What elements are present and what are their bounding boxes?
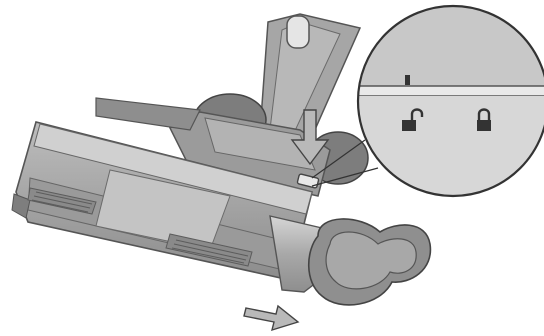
callout-slider-band [350,86,544,96]
wand-button [287,16,309,48]
pull-out-arrow-icon [244,306,298,330]
callout-magnifier [350,0,544,206]
position-indicator-mark [405,75,410,85]
end-cap [270,216,430,305]
callout-top-surface [350,0,544,90]
